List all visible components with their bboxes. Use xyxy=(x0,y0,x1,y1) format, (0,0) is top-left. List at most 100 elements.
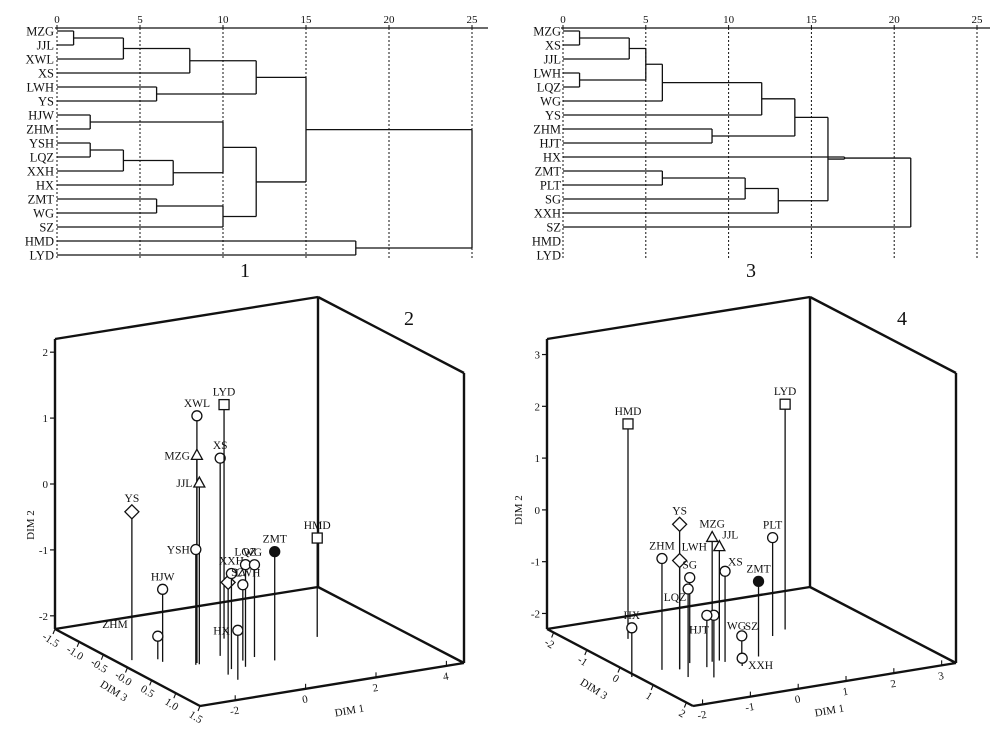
point-label: MZG xyxy=(699,518,725,530)
point-marker-hx xyxy=(626,622,638,634)
z-tick-mark xyxy=(683,702,687,708)
point-label: HJT xyxy=(689,624,709,636)
point-marker-jjl xyxy=(712,539,726,552)
x-tick-label: 3 xyxy=(937,670,945,683)
leaf-label: LYD xyxy=(30,249,54,263)
point-label: XXH xyxy=(219,556,244,568)
leaf-label: HMD xyxy=(532,235,561,249)
point-marker-ysh xyxy=(190,543,202,556)
leaf-label: YS xyxy=(545,109,561,123)
point-label: LYD xyxy=(213,387,235,399)
point-label: ZMT xyxy=(263,534,287,546)
panel-label: 3 xyxy=(746,260,756,282)
point-label: YSH xyxy=(167,544,190,556)
z-tick-mark xyxy=(197,705,201,712)
leaf-label: LQZ xyxy=(537,81,561,95)
z-tick-label: 0.5 xyxy=(138,683,156,701)
point-marker-sz xyxy=(237,579,249,591)
point-marker-hmd xyxy=(622,418,634,430)
point-label: HJW xyxy=(151,571,175,583)
x-tick-label: 10 xyxy=(218,14,230,26)
x-axis-title: DIM 1 xyxy=(334,703,365,720)
point-label: MZG xyxy=(164,450,190,462)
point-marker-lyd xyxy=(779,398,791,410)
z-tick-label: 1.5 xyxy=(187,709,205,727)
point-label: YS xyxy=(672,505,687,517)
leaf-label: SZ xyxy=(39,221,54,235)
leaf-label: LYD xyxy=(537,249,561,263)
point-label: HMD xyxy=(304,520,331,532)
x-tick-label: 0 xyxy=(54,14,60,26)
z-tick-label: -0.5 xyxy=(88,656,110,676)
leaf-label: HJW xyxy=(28,109,54,123)
point-label: WG xyxy=(243,547,262,559)
z-tick-label: 1 xyxy=(643,690,654,703)
panel-label: 4 xyxy=(897,308,907,330)
point-marker-xs xyxy=(719,565,731,577)
x-axis-title: DIM 1 xyxy=(814,703,845,720)
leaf-label: LQZ xyxy=(30,151,54,165)
point-marker-sz xyxy=(736,630,748,642)
point-label: WG xyxy=(727,620,746,632)
y-axis-title: DIM 2 xyxy=(513,495,525,525)
x-tick-label: 5 xyxy=(643,14,649,26)
point-label: XWL xyxy=(184,398,210,410)
box-edge xyxy=(54,585,319,631)
point-label: JJL xyxy=(176,478,192,490)
panel-label: 2 xyxy=(404,308,414,330)
y-tick-label: -2 xyxy=(39,611,48,623)
x-tick-label: -1 xyxy=(744,701,755,714)
point-marker-mzg xyxy=(190,448,204,461)
point-marker-jjl xyxy=(192,475,206,488)
leaf-label: ZHM xyxy=(533,123,561,137)
box-edge xyxy=(546,295,811,341)
leaf-label: MZG xyxy=(533,25,561,39)
point-marker-ys xyxy=(671,516,688,533)
y-tick-label: 2 xyxy=(535,401,541,413)
leaf-label: ZMT xyxy=(28,193,55,207)
z-tick-mark xyxy=(584,649,588,656)
y-tick-label: 2 xyxy=(43,347,49,359)
y-tick-label: 3 xyxy=(535,350,541,362)
point-marker-plt xyxy=(766,531,779,544)
x-tick-label: 20 xyxy=(889,14,901,26)
panel-label: 1 xyxy=(240,260,250,282)
leaf-label: HX xyxy=(36,179,54,193)
point-marker-ys xyxy=(123,503,140,520)
point-marker-hmd xyxy=(311,532,323,544)
box-edge xyxy=(199,661,465,708)
point-label: HX xyxy=(623,610,640,622)
point-label: ZMT xyxy=(746,563,770,575)
point-label: LQZ xyxy=(234,547,256,559)
z-tick-mark xyxy=(551,632,555,638)
z-axis-title: DIM 3 xyxy=(578,677,610,703)
leaf-label: JJL xyxy=(544,53,561,67)
y-tick-label: -1 xyxy=(39,545,48,557)
leaf-label: WG xyxy=(540,95,561,109)
point-label: XS xyxy=(213,440,228,452)
z-tick-label: -1 xyxy=(575,654,589,669)
z-tick-mark xyxy=(124,667,129,673)
point-label: SZ xyxy=(745,621,758,633)
point-marker-xxh xyxy=(225,567,238,580)
y-tick-label: 0 xyxy=(43,479,49,491)
leaf-label: MZG xyxy=(26,25,54,39)
x-tick-label: 15 xyxy=(806,14,818,26)
box-edge xyxy=(54,295,319,341)
box-edge xyxy=(546,585,811,631)
box-edge xyxy=(317,585,465,665)
leaf-label: XS xyxy=(38,67,54,81)
x-tick-label: 0 xyxy=(301,693,309,706)
box-edge xyxy=(692,661,957,708)
z-tick-label: -1.0 xyxy=(64,644,86,664)
x-tick-label: 25 xyxy=(972,14,984,26)
point-label: ZHM xyxy=(102,619,128,631)
point-marker-zmt xyxy=(752,575,765,588)
leaf-label: HMD xyxy=(25,235,54,249)
z-tick-mark xyxy=(650,684,654,691)
point-marker-wg xyxy=(248,559,261,571)
